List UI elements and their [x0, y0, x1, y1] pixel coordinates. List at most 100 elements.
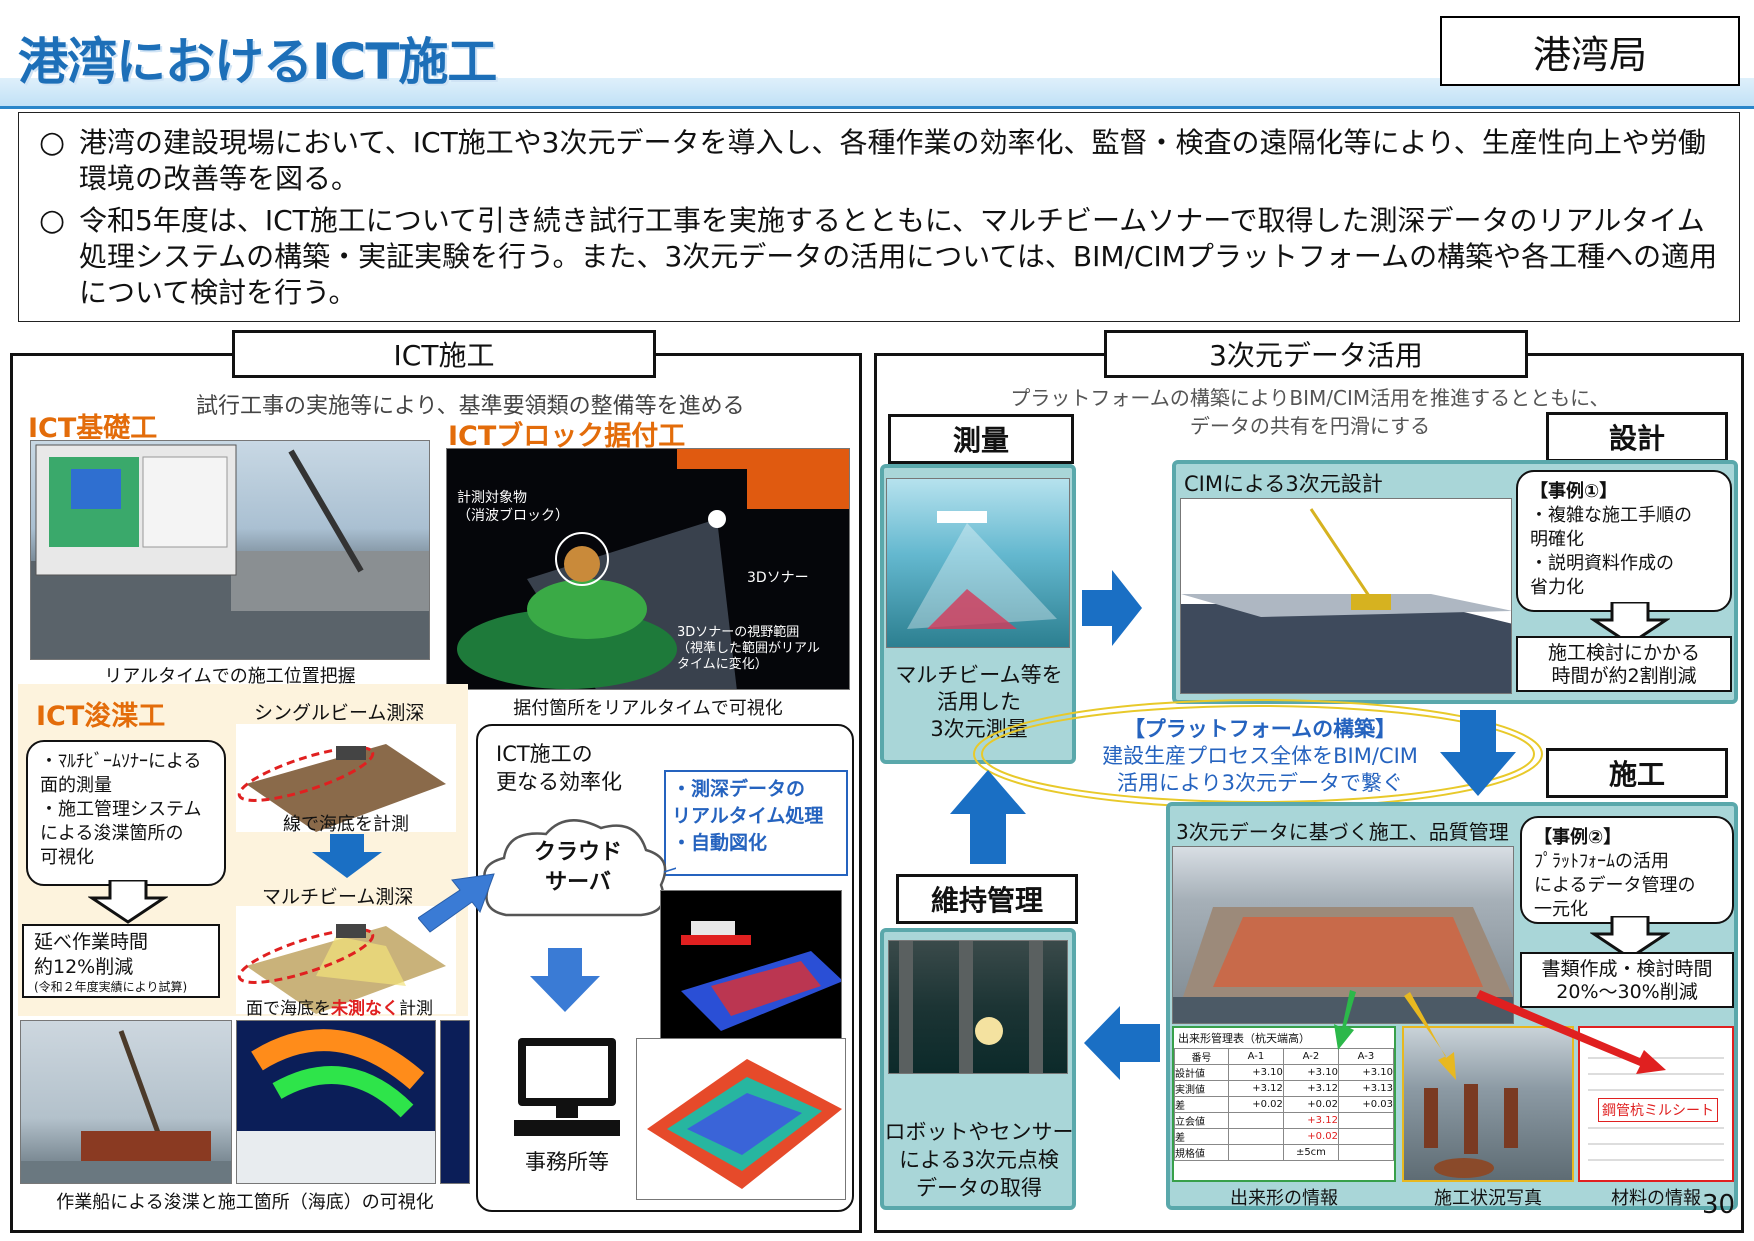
single-beam-label: シングルビーム測深 — [254, 702, 425, 724]
summary-box: ○ 港湾の建設現場において、ICT施工や3次元データを導入し、各種作業の効率化、監… — [18, 112, 1740, 322]
construction-label: 施工 — [1546, 748, 1728, 798]
shunsetsu-method-box: ・ﾏﾙﾁﾋﾞｰﾑｿﾅｰによる 面的測量 ・施工管理システム による浚渫箇所の 可… — [26, 740, 226, 886]
table-cell: 差 — [1174, 1096, 1229, 1113]
maintenance-photo — [888, 940, 1068, 1074]
page-title: 港湾におけるICT施工 — [18, 33, 497, 91]
summary-item: ○令和5年度は、ICT施工について引き続き試行工事を実施するとともに、マルチビー… — [39, 203, 1723, 311]
table-row: 規格値 ±5cm — [1174, 1144, 1395, 1161]
table-cell: +3.12 — [1282, 1080, 1339, 1097]
construction-photo — [1172, 846, 1514, 1024]
case-text: ・複雑な施工手順の 明確化 ・説明資料作成の 省力化 — [1530, 505, 1692, 598]
block-sonar-image: 計測対象物 （消波ブロック） 3Dソナー 3Dソナーの視野範囲 （視準した範囲が… — [446, 448, 850, 690]
office-label: 事務所等 — [525, 1150, 609, 1174]
page-number: 30 — [1702, 1190, 1736, 1220]
table-cell: +0.03 — [1337, 1096, 1395, 1113]
multi-beam-image — [236, 906, 456, 1014]
table-row: 立会値 +3.12 — [1174, 1112, 1395, 1129]
department-label: 港湾局 — [1440, 16, 1740, 86]
table-cell: 規格値 — [1174, 1144, 1229, 1161]
computer-icon — [514, 1038, 620, 1136]
design-case-box: 【事例①】 ・複雑な施工手順の 明確化 ・説明資料作成の 省力化 — [1516, 470, 1732, 612]
callout-text: ・測深データの リアルタイム処理 ・自動図化 — [672, 778, 824, 854]
kiso-photo — [30, 440, 430, 660]
table-cell: +0.02 — [1282, 1096, 1339, 1113]
ict-heading: ICT施工 — [232, 330, 656, 378]
dredge-caption: 作業船による浚渫と施工箇所（海底）の可視化 — [56, 1192, 434, 1213]
caption-material: 材料の情報 — [1611, 1188, 1701, 1209]
construction-result: 書類作成・検討時間 20%～30%削減 — [1520, 952, 1734, 1008]
design-result: 施工検討にかかる 時間が約2割削減 — [1516, 636, 1732, 692]
result-note: (令和２年度実績により試算) — [34, 980, 188, 994]
material-document: 鋼管杭ミルシート — [1578, 1026, 1734, 1182]
platform-text: 【プラットフォームの構築】 建設生産プロセス全体をBIM/CIM 活用により3次… — [1080, 716, 1440, 797]
diagonal-arrow-icon — [418, 873, 495, 933]
caption-post: 計測 — [399, 999, 433, 1019]
down-arrow-icon — [1440, 710, 1516, 796]
table-cell — [1337, 1128, 1395, 1145]
down-hollow-arrow-icon — [88, 880, 168, 924]
case-title: 【事例②】 — [1534, 827, 1622, 848]
block-label-range: 3Dソナーの視野範囲 （視準した範囲がリアル タイムに変化） — [677, 625, 820, 672]
summary-item: ○港湾の建設現場において、ICT施工や3次元データを導入し、各種作業の効率化、監… — [39, 125, 1723, 197]
case-text: ﾌﾟﾗｯﾄﾌｫｰﾑの活用 によるデータ管理の 一元化 — [1534, 851, 1696, 920]
shunsetsu-result-box: 延べ作業時間 約12%削減 (令和２年度実績により試算) — [22, 924, 220, 998]
summary-text: 港湾の建設現場において、ICT施工や3次元データを導入し、各種作業の効率化、監督… — [79, 126, 1706, 195]
single-beam-caption: 線で海底を計測 — [283, 814, 409, 835]
table-cell: +0.02 — [1227, 1096, 1284, 1113]
survey-image — [886, 478, 1070, 648]
construction-status-photo — [1402, 1026, 1574, 1182]
table-cell — [1227, 1144, 1284, 1161]
title-underline — [0, 106, 1754, 109]
pointer-arrows — [1334, 990, 1666, 1080]
block-caption: 据付箇所をリアルタイムで可視化 — [513, 698, 783, 719]
seabed-3d-image — [636, 1038, 846, 1200]
down-arrow-icon — [530, 948, 600, 1012]
result-line2: 約12%削減 — [34, 956, 134, 978]
caption-photo: 施工状況写真 — [1434, 1188, 1542, 1209]
kiso-title: ICT基礎工 — [28, 413, 158, 444]
case-title: 【事例①】 — [1530, 481, 1618, 502]
platform-title: 【プラットフォームの構築】 — [1123, 717, 1397, 741]
cim-design-image — [1180, 498, 1512, 694]
mill-sheet-label: 鋼管杭ミルシート — [1598, 1098, 1718, 1122]
table-cell: 立会値 — [1174, 1112, 1229, 1129]
dredger-photo — [20, 1020, 232, 1184]
maintenance-label: 維持管理 — [896, 874, 1078, 924]
result-line1: 延べ作業時間 — [34, 931, 149, 953]
table-cell — [1337, 1144, 1395, 1161]
single-beam-image — [236, 724, 456, 832]
efficiency-title: ICT施工の 更なる効率化 — [496, 742, 622, 794]
survey-text: マルチビーム等を 活用した 3次元測量 — [895, 663, 1063, 741]
survey-label: 測量 — [888, 414, 1074, 464]
table-cell — [1337, 1112, 1395, 1129]
table-cell: +3.12 — [1282, 1112, 1339, 1129]
ict-subtitle: 試行工事の実施等により、基準要領類の整備等を進める — [196, 394, 745, 419]
platform-body: 建設生産プロセス全体をBIM/CIM 活用により3次元データで繋ぐ — [1102, 744, 1418, 795]
multi-beam-caption: 面で海底を未測なく計測 — [246, 994, 433, 1019]
multi-beam-label: マルチビーム測深 — [262, 886, 414, 908]
bullet-circle: ○ — [39, 203, 66, 238]
block-label-target: 計測対象物 （消波ブロック） — [457, 490, 569, 524]
shunsetsu-title: ICT浚渫工 — [36, 701, 166, 732]
table-title: 出来形管理表（杭天端高） — [1178, 1032, 1310, 1045]
table-row: 実測値+3.12+3.12+3.13 — [1174, 1080, 1395, 1097]
dredge-system-side — [440, 1020, 470, 1184]
table-cell: 差 — [1174, 1128, 1229, 1145]
caption-dekigata: 出来形の情報 — [1230, 1188, 1338, 1209]
up-arrow-icon — [950, 770, 1026, 864]
maintenance-text: ロボットやセンサー による3次元点検 データの取得 — [884, 1120, 1074, 1200]
construction-box-title: 3次元データに基づく施工、品質管理 — [1176, 820, 1509, 844]
construction-case-box: 【事例②】 ﾌﾟﾗｯﾄﾌｫｰﾑの活用 によるデータ管理の 一元化 — [1520, 816, 1734, 924]
table-row: 差+0.02 — [1174, 1128, 1395, 1145]
down-hollow-arrow-icon — [1590, 916, 1670, 960]
data3d-subtitle: プラットフォームの構築によりBIM/CIM活用を推進するとともに、 データの共有… — [1010, 386, 1610, 438]
data3d-heading: 3次元データ活用 — [1104, 330, 1528, 378]
design-box-title: CIMによる3次元設計 — [1184, 472, 1383, 496]
caption-pre: 面で海底を — [246, 999, 331, 1019]
table-cell: ±5cm — [1282, 1144, 1339, 1161]
block-label-sonar: 3Dソナー — [747, 570, 809, 586]
down-arrow-icon — [312, 834, 382, 878]
table-row: 差+0.02+0.02+0.03 — [1174, 1096, 1395, 1113]
